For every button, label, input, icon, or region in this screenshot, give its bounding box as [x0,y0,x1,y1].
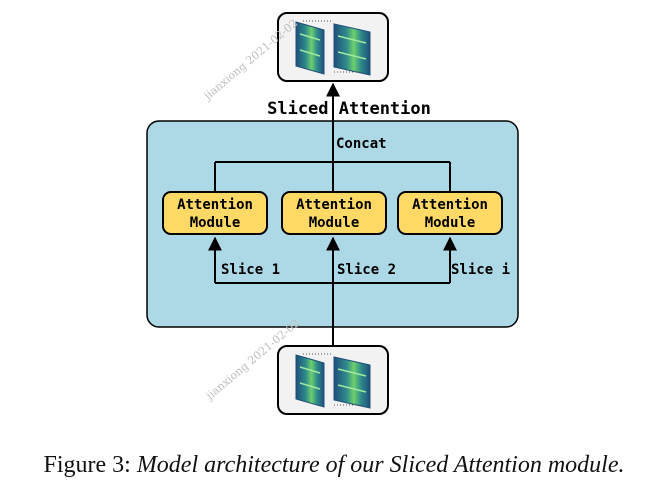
attention-module-2: Attention Module [281,191,387,235]
slice-1-label: Slice 1 [221,262,280,278]
concat-connector [214,121,451,192]
figure-caption: Figure 3: Model architecture of our Slic… [0,452,668,479]
output-tile [277,12,389,82]
caption-prefix: Figure 3: [43,452,131,478]
slice-2-label: Slice 2 [337,262,396,278]
diagram-title: Sliced Attention [267,99,431,119]
concat-label: Concat [336,136,387,152]
attention-module-1-line1: Attention [177,197,253,213]
attention-module-3-line2: Module [425,215,476,231]
input-spectrogram-2-icon [333,356,371,409]
attention-module-3-line1: Attention [412,197,488,213]
attention-module-2-line1: Attention [296,197,372,213]
input-spectrogram-1-icon [295,354,325,408]
attention-module-1-line2: Module [190,215,241,231]
caption-text: Model architecture of our Sliced Attenti… [136,452,625,478]
output-spectrogram-2-icon [333,23,371,76]
slice-i-label: Slice i [451,262,510,278]
input-tile [277,345,389,415]
attention-module-3: Attention Module [397,191,503,235]
output-spectrogram-1-icon [295,21,325,75]
attention-module-2-line2: Module [309,215,360,231]
attention-module-1: Attention Module [162,191,268,235]
